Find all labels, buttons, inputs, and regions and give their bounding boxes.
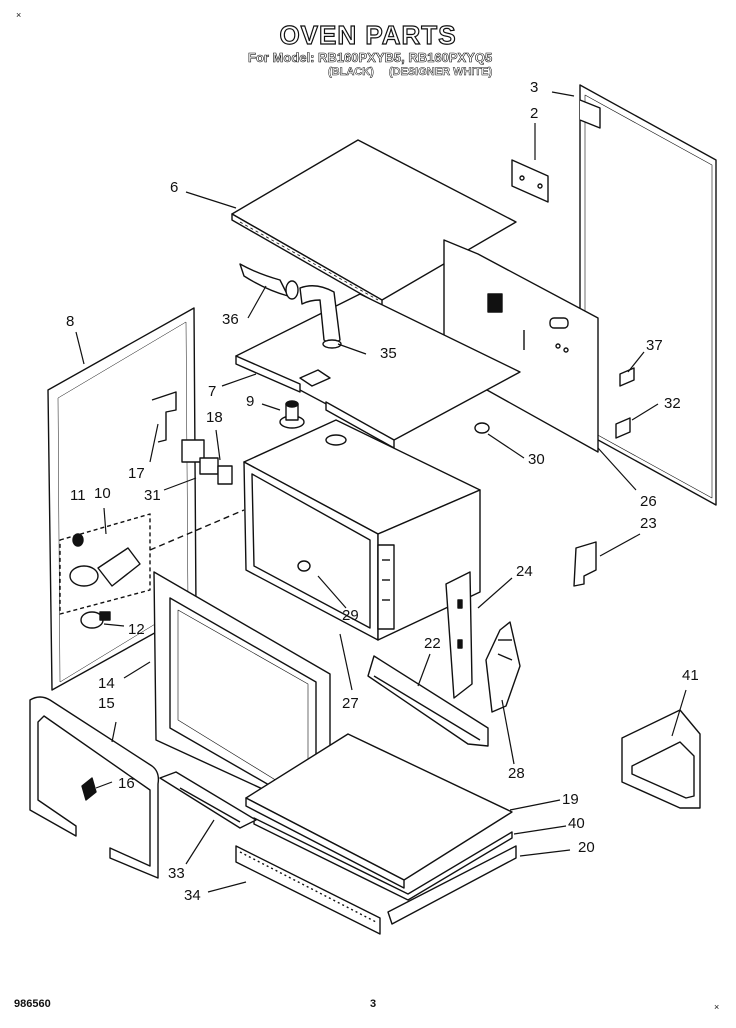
page-number: 3 — [370, 998, 377, 1010]
part-label-27: 27 — [342, 695, 359, 712]
part-label-20: 20 — [578, 839, 595, 856]
part-label-17: 17 — [128, 465, 145, 482]
part-label-29: 29 — [342, 607, 359, 624]
part-label-9: 9 — [246, 393, 255, 410]
door-hinge-drawing — [485, 621, 521, 713]
switch-brackets-drawing — [151, 391, 233, 485]
part-label-2: 2 — [530, 105, 539, 122]
bracket-41-drawing — [621, 709, 701, 809]
part-label-24: 24 — [516, 563, 533, 580]
support-rail-drawing — [367, 655, 489, 747]
part-label-35: 35 — [380, 345, 397, 362]
variant-black: (BLACK) — [328, 66, 374, 79]
part-label-14: 14 — [98, 675, 115, 692]
part-label-33: 33 — [168, 865, 185, 882]
part-label-41: 41 — [682, 667, 699, 684]
part-label-8: 8 — [66, 313, 75, 330]
variant-designer-white: (DESIGNER WHITE) — [388, 66, 493, 79]
front-frame-drawing — [153, 571, 331, 821]
part-label-26: 26 — [640, 493, 657, 510]
hinge-receiver-drawing — [445, 571, 473, 699]
part-label-37: 37 — [646, 337, 663, 354]
door-stop-drawing — [81, 777, 97, 801]
oven-liner-drawing — [243, 419, 481, 641]
part-label-10: 10 — [94, 485, 111, 502]
bracket-23-drawing — [573, 541, 597, 587]
part-label-15: 15 — [98, 695, 115, 712]
back-panel-drawing — [579, 84, 717, 506]
part-label-31: 31 — [144, 487, 161, 504]
document-number: 986560 — [14, 998, 51, 1010]
bracket-drawing — [511, 159, 549, 203]
part-label-30: 30 — [528, 451, 545, 468]
trim-strips-drawing — [159, 771, 517, 935]
part-label-3: 3 — [530, 79, 539, 96]
vent-duct-drawing — [239, 263, 342, 349]
part-label-12: 12 — [128, 621, 145, 638]
part-label-36: 36 — [222, 311, 239, 328]
model-variants: (BLACK) (DESIGNER WHITE) — [328, 66, 504, 79]
bottom-panel-drawing — [245, 733, 513, 901]
part-label-23: 23 — [640, 515, 657, 532]
rear-wall-drawing — [443, 239, 599, 453]
part-label-40: 40 — [568, 815, 585, 832]
part-label-22: 22 — [424, 635, 441, 652]
corner-mark-top: × — [16, 10, 22, 20]
part-label-6: 6 — [170, 179, 179, 196]
model-numbers: For Model: RB160PXYB5, RB160PXYQ5 — [248, 50, 493, 66]
part-label-7: 7 — [208, 383, 217, 400]
part-label-34: 34 — [184, 887, 201, 904]
part-label-18: 18 — [206, 409, 223, 426]
corner-mark-bottom: × — [714, 1002, 720, 1012]
part-label-32: 32 — [664, 395, 681, 412]
part-label-16: 16 — [118, 775, 135, 792]
part-label-28: 28 — [508, 765, 525, 782]
leader-lines — [75, 91, 687, 893]
light-assembly-drawing — [69, 533, 141, 629]
terminal-block-drawing — [279, 400, 305, 429]
page-title: OVEN PARTS — [279, 19, 457, 50]
part-label-19: 19 — [562, 791, 579, 808]
part-label-11: 11 — [70, 487, 86, 504]
door-gasket-drawing — [29, 696, 160, 879]
